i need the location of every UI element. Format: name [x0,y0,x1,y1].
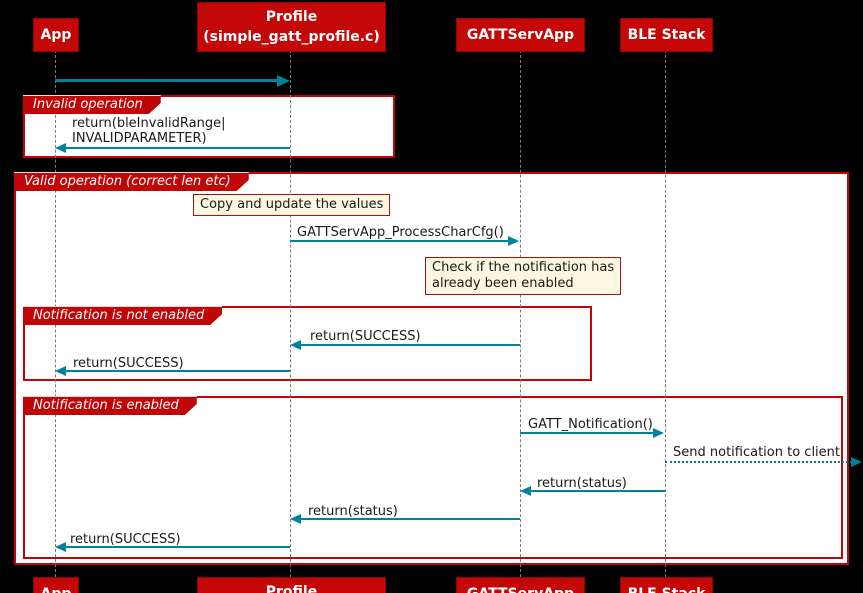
participant-label: GATTServApp [466,26,575,43]
label-return-success-to-profile: return(SUCCESS) [310,329,421,344]
participant-label: App [41,584,72,593]
participant-footer-profile: Profile (simple_gatt_profile.c) [197,577,386,593]
participant-label: Profile [265,583,318,593]
participant-label: GATTServApp [467,584,574,593]
lifeline-gattservapp [520,50,521,577]
arrow-blestack-to-gattservapp-status [531,490,665,492]
arrow-profile-to-app-invalid [66,147,290,149]
participant-header-gattservapp: GATTServApp [456,18,585,52]
participant-label: BLE Stack [627,26,706,43]
arrowhead-icon [55,366,66,376]
arrow-profile-to-app-success [66,370,290,372]
arrowhead-icon [277,74,290,87]
participant-footer-gattservapp: GATTServApp [456,577,585,593]
participant-header-blestack: BLE Stack [620,18,713,52]
lifeline-profile [290,50,291,577]
label-return-success-to-app: return(SUCCESS) [73,356,184,371]
arrowhead-icon [290,514,301,524]
participant-footer-app: App [33,577,79,593]
label-return-status-to-profile: return(status) [308,504,398,519]
frame-tab-invalid-operation: Invalid operation [23,95,161,114]
arrowhead-icon [290,340,301,350]
frame-tab-notification-enabled: Notification is enabled [23,396,197,415]
arrowhead-icon [520,486,531,496]
frame-notification-enabled [23,396,843,559]
participant-label: BLE Stack [628,584,706,593]
note-check-notification: Check if the notification has already be… [425,257,622,295]
participant-footer-blestack: BLE Stack [620,577,713,593]
lifeline-blestack [665,50,666,577]
arrow-profile-to-gattservapp [290,240,509,242]
participant-label: Profile [265,8,318,25]
label-return-status-to-gattservapp: return(status) [537,476,627,491]
participant-header-profile: Profile (simple_gatt_profile.c) [197,2,386,52]
note-text: Copy and update the values [200,197,384,212]
arrowhead-icon [653,428,664,438]
arrow-gattservapp-to-profile-status [301,518,520,520]
frame-tab-notification-not-enabled: Notification is not enabled [23,306,222,325]
arrowhead-icon [851,457,862,467]
arrowhead-icon [55,542,66,552]
participant-label: App [40,26,72,43]
arrow-blestack-to-client-dotted [665,461,852,463]
arrow-profile-to-app-final [66,546,290,548]
arrowhead-icon [55,143,66,153]
label-invalid-return-line1: return(bleInvalidRange| [72,116,226,131]
label-gatt-notification: GATT_Notification() [528,417,653,432]
label-process-char-cfg: GATTServApp_ProcessCharCfg() [297,225,504,240]
arrow-gattservapp-to-blestack [520,432,654,434]
frame-tab-valid-operation: Valid operation (correct len etc) [14,172,249,191]
note-text: Check if the notification has [432,260,615,275]
label-invalid-return-line2: INVALIDPARAMETER) [72,131,207,146]
arrowhead-icon [508,236,519,246]
note-text: already been enabled [432,276,574,291]
label-send-notification: Send notification to client [673,445,841,460]
participant-label: (simple_gatt_profile.c) [203,29,380,45]
note-copy-update-values: Copy and update the values [193,194,391,216]
arrow-app-to-profile [55,79,279,82]
label-return-success-final: return(SUCCESS) [70,532,181,547]
arrow-gattservapp-to-profile-success [301,344,520,346]
participant-header-app: App [33,18,79,52]
